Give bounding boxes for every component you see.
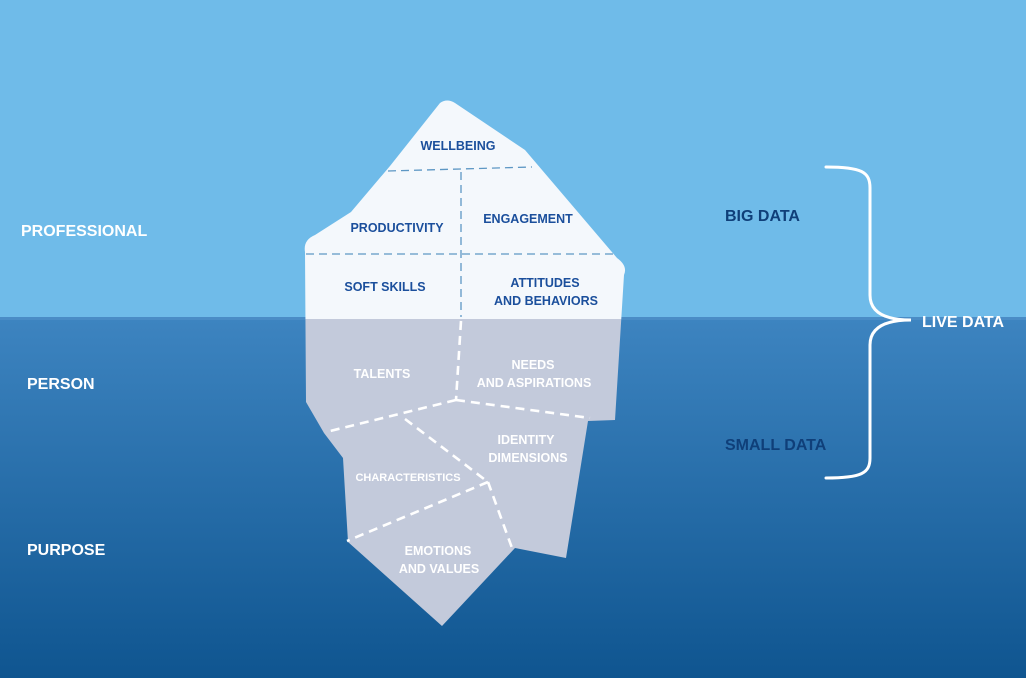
label-identity-line1: IDENTITY <box>498 433 556 447</box>
label-talents: TALENTS <box>354 367 411 381</box>
label-professional: PROFESSIONAL <box>21 223 147 240</box>
dividers-above <box>306 166 618 317</box>
label-productivity: PRODUCTIVITY <box>350 221 444 235</box>
label-person: PERSON <box>27 376 95 393</box>
label-wellbeing: WELLBEING <box>421 139 496 153</box>
label-emotions-line1: EMOTIONS <box>405 544 472 558</box>
iceberg-above-water <box>304 100 626 319</box>
label-engagement: ENGAGEMENT <box>483 212 573 226</box>
label-live-data: LIVE DATA <box>922 314 1005 331</box>
label-needs-line1: NEEDS <box>511 358 554 372</box>
label-purpose: PURPOSE <box>27 542 106 559</box>
label-attitudes-line2: AND BEHAVIORS <box>494 294 598 308</box>
label-attitudes-line1: ATTITUDES <box>510 276 579 290</box>
label-soft-skills: SOFT SKILLS <box>344 280 425 294</box>
label-needs-line2: AND ASPIRATIONS <box>477 376 592 390</box>
label-emotions-line2: AND VALUES <box>399 562 479 576</box>
curly-brace <box>824 165 912 480</box>
label-small-data: SMALL DATA <box>725 437 827 454</box>
iceberg-below-water <box>305 319 622 626</box>
dividers-below <box>325 320 591 549</box>
label-big-data: BIG DATA <box>725 208 800 225</box>
label-characteristics: CHARACTERISTICS <box>355 472 460 484</box>
label-identity-line2: DIMENSIONS <box>488 451 567 465</box>
